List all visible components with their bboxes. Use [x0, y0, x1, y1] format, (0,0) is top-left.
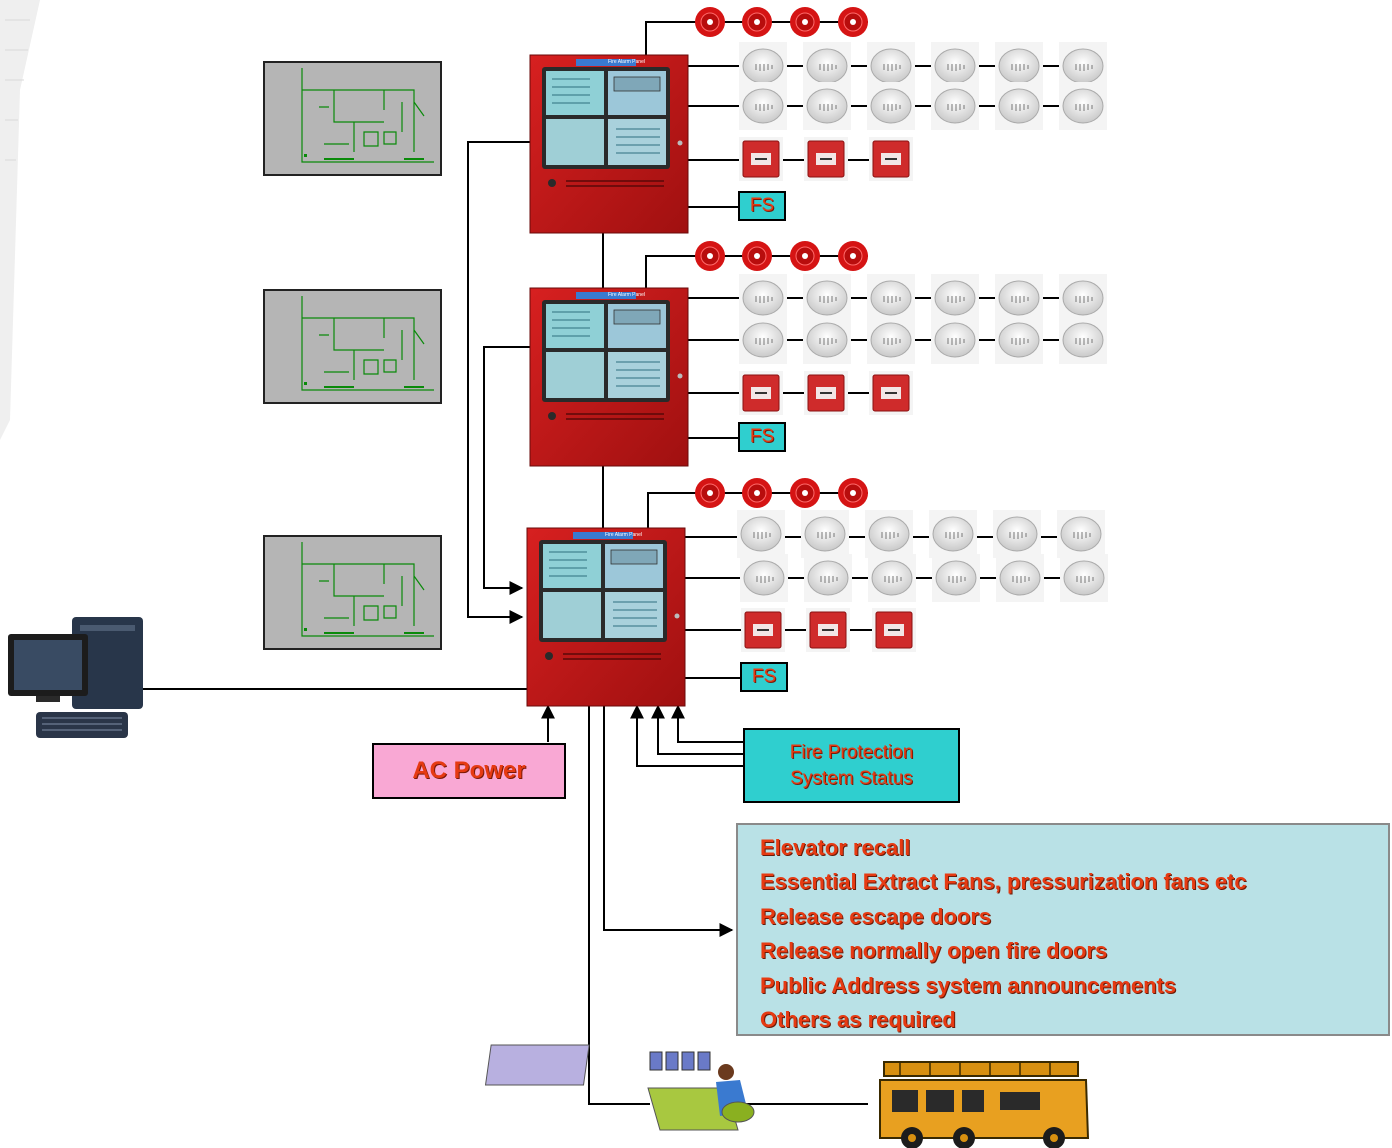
alarm-bell-icon	[741, 477, 773, 509]
smoke-detector-icon	[994, 315, 1044, 365]
manual-call-point-icon	[738, 136, 784, 182]
fire-sprinkler-box-1: FS	[738, 191, 786, 221]
alarm-bell-icon	[741, 6, 773, 38]
smoke-detector-icon	[738, 81, 788, 131]
computer-workstation-icon	[8, 617, 143, 738]
smoke-detector-icon	[866, 315, 916, 365]
smoke-detector-icon	[930, 315, 980, 365]
manual-call-point-icon	[803, 136, 849, 182]
alarm-bell-icon	[694, 477, 726, 509]
fire-alarm-panel-3	[526, 527, 686, 707]
manual-call-point-icon	[805, 607, 851, 653]
smoke-detector-icon	[930, 81, 980, 131]
panel-output-actions-box: Elevator recall Essential Extract Fans, …	[736, 823, 1390, 1036]
alarm-bell-icon	[837, 240, 869, 272]
floor-plan-level-3	[263, 61, 442, 176]
manual-call-points-panel-3	[740, 607, 917, 653]
output-escape-doors: Release escape doors	[760, 903, 992, 929]
manual-call-point-icon	[868, 370, 914, 416]
panel-3-header: Fire Alarm Panel	[605, 532, 642, 538]
smoke-detector-icon	[1058, 315, 1108, 365]
smoke-detector-icon	[738, 273, 788, 323]
building-edge	[0, 0, 40, 440]
floor-plan-level-2	[263, 289, 442, 404]
alarm-bell-icon	[741, 240, 773, 272]
smoke-detector-icon	[1059, 553, 1109, 603]
panel-2-header: Fire Alarm Panel	[608, 292, 645, 298]
manual-call-point-icon	[871, 607, 917, 653]
smoke-detector-icon	[864, 509, 914, 559]
smoke-detector-icon	[928, 509, 978, 559]
smoke-detector-icon	[1056, 509, 1106, 559]
smoke-detector-icon	[995, 553, 1045, 603]
smoke-detector-icon	[866, 81, 916, 131]
alarm-bell-icon	[789, 477, 821, 509]
alarm-bell-icon	[694, 240, 726, 272]
output-elevator-recall: Elevator recall	[760, 835, 911, 860]
smoke-detector-icon	[931, 553, 981, 603]
output-others: Others as required	[760, 1006, 956, 1032]
smoke-detector-icon	[867, 553, 917, 603]
manual-call-point-icon	[868, 136, 914, 182]
smoke-detectors-panel-1	[738, 41, 1108, 131]
smoke-detector-icon	[802, 81, 852, 131]
smoke-detector-icon	[739, 553, 789, 603]
control-room-operator-icon	[484, 1044, 755, 1131]
smoke-detector-icon	[994, 273, 1044, 323]
smoke-detector-icon	[866, 273, 916, 323]
smoke-detector-icon	[736, 509, 786, 559]
manual-call-points-panel-2	[738, 370, 914, 416]
output-public-address: Public Address system announcements	[760, 972, 1177, 998]
fire-alarm-panel-1	[529, 54, 689, 234]
smoke-detector-icon	[1058, 81, 1108, 131]
smoke-detectors-panel-2	[738, 273, 1108, 365]
alarm-bell-icon	[789, 240, 821, 272]
floor-plan-level-1	[263, 535, 442, 650]
fire-protection-status-line-1: Fire Protection	[789, 741, 914, 763]
fire-truck-icon	[879, 1061, 1090, 1148]
output-extract-fans: Essential Extract Fans, pressurization f…	[760, 869, 1247, 895]
fire-alarm-panel-2	[529, 287, 689, 467]
alarm-bell-icon	[789, 6, 821, 38]
alarm-bell-icon	[837, 477, 869, 509]
fire-protection-status-line-2: System Status	[790, 767, 913, 789]
manual-call-point-icon	[738, 370, 784, 416]
alarm-bell-icon	[694, 6, 726, 38]
ac-power-box: AC Power	[372, 743, 566, 799]
manual-call-point-icon	[803, 370, 849, 416]
smoke-detector-icon	[803, 553, 853, 603]
smoke-detector-icon	[800, 509, 850, 559]
smoke-detector-icon	[994, 81, 1044, 131]
smoke-detectors-panel-3	[736, 509, 1109, 603]
smoke-detector-icon	[738, 315, 788, 365]
manual-call-points-panel-1	[738, 136, 914, 182]
alarm-bell-icon	[837, 6, 869, 38]
panel-1-header: Fire Alarm Panel	[608, 59, 645, 65]
manual-call-point-icon	[740, 607, 786, 653]
fire-protection-status-box: Fire Protection System Status	[743, 728, 960, 803]
smoke-detector-icon	[992, 509, 1042, 559]
smoke-detector-icon	[1058, 273, 1108, 323]
smoke-detector-icon	[930, 273, 980, 323]
smoke-detector-icon	[802, 315, 852, 365]
fire-sprinkler-box-3: FS	[740, 662, 788, 692]
output-fire-doors: Release normally open fire doors	[760, 938, 1108, 964]
fire-sprinkler-box-2: FS	[738, 422, 786, 452]
smoke-detector-icon	[802, 273, 852, 323]
